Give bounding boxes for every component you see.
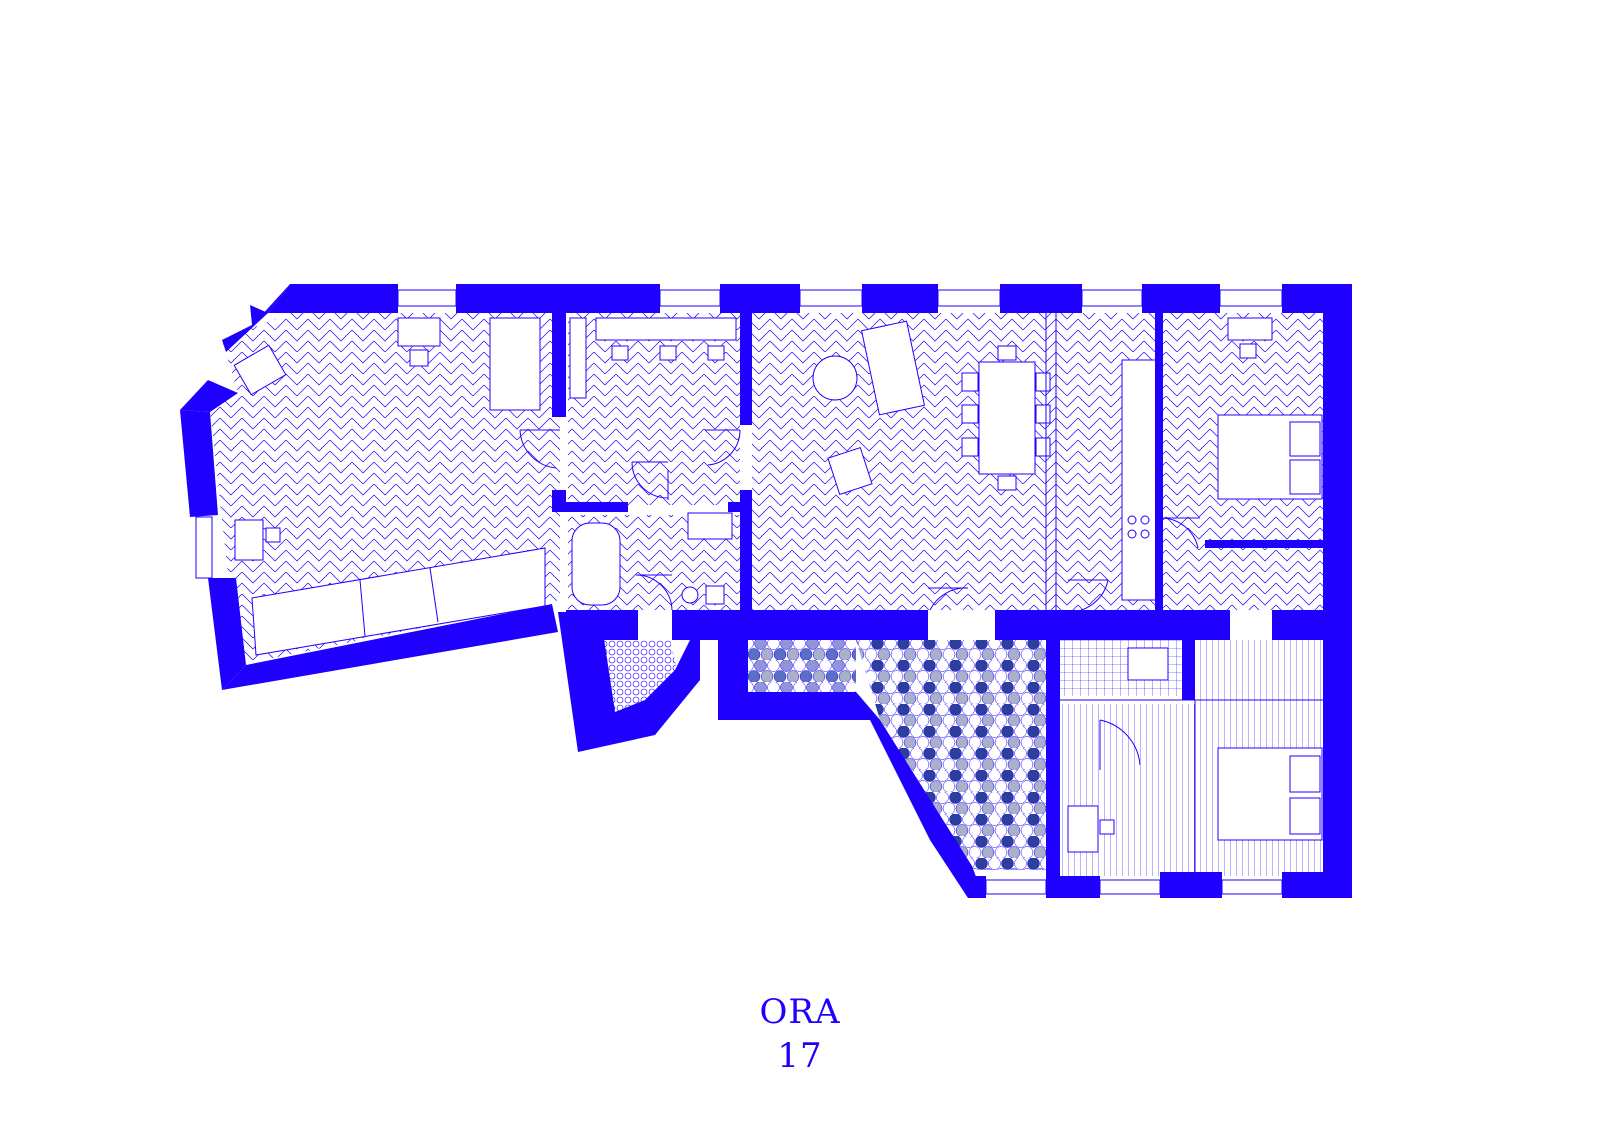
doors: [519, 313, 1323, 876]
project-number: 17: [777, 1036, 823, 1076]
wall-hall-diag: [856, 692, 984, 898]
wall-bedroom-mid: [1205, 540, 1323, 548]
wall-top-2: [456, 284, 660, 313]
wall-bottom-4: [968, 876, 986, 898]
bathtub: [571, 522, 621, 606]
chair-room2-a: [611, 345, 629, 361]
floor-dining: [752, 313, 1157, 610]
wall-top-4: [862, 284, 938, 313]
wall-bath-top: [566, 502, 628, 512]
wall-bottom-2: [1160, 872, 1222, 898]
chair-left-top: [409, 349, 429, 367]
desk-study: [1067, 805, 1099, 853]
wall-mid-4: [1272, 610, 1323, 640]
floor-entry-hex: [748, 640, 856, 692]
wall-wc: [558, 612, 700, 752]
wall-int-2-bot: [740, 490, 752, 610]
wall-study-left: [1046, 640, 1060, 876]
wall-int-2-top: [740, 313, 752, 425]
desk-left-top: [397, 317, 441, 347]
table-left: [234, 519, 264, 561]
wall-bottom-3: [1282, 872, 1352, 898]
wall-int-1-top: [552, 313, 566, 417]
wall-bottom-left: [222, 604, 558, 690]
wall-left-upper: [180, 410, 218, 517]
walls: [180, 284, 1352, 898]
armchair-left: [233, 344, 287, 396]
wall-entry-bottom: [718, 692, 880, 720]
project-name: ORA: [759, 992, 841, 1032]
wall-bedroom-top: [1155, 313, 1163, 610]
wall-corner-2: [222, 305, 268, 352]
windows: [195, 289, 1283, 895]
chair-room2-b: [659, 345, 677, 361]
floor-room-2: [568, 313, 740, 505]
desk-bedroom-top: [1227, 317, 1273, 341]
wall-corner-3: [180, 380, 238, 412]
wall-top-3: [720, 284, 800, 313]
wall-right: [1323, 284, 1352, 898]
wall-bath-top-2: [728, 502, 740, 512]
wall-left-lower: [208, 578, 246, 690]
floor-hall-hex: [856, 640, 1046, 870]
wall-top-5: [1000, 284, 1082, 313]
shelf-room2: [595, 317, 737, 341]
sofa-left: [489, 317, 541, 411]
wall-bottom-1: [1046, 876, 1100, 898]
wardrobe-room2: [569, 317, 587, 399]
wall-mid-3: [995, 610, 1230, 640]
lounge-chair: [827, 447, 873, 495]
wall-shower-right: [1182, 640, 1195, 700]
wall-mid-2: [672, 610, 928, 640]
stool-left: [265, 527, 281, 543]
sofa-dining: [860, 320, 926, 416]
toilet-bath: [681, 586, 699, 604]
chair-room2-c: [707, 345, 725, 361]
bidet-bath: [705, 585, 725, 605]
dining-table: [978, 361, 1036, 475]
sink-bath: [687, 512, 733, 540]
kitchen-counter: [1121, 359, 1157, 601]
wall-top-6: [1142, 284, 1220, 313]
wall-int-1-bot: [552, 490, 566, 512]
round-table: [812, 355, 858, 401]
wall-top-left: [268, 284, 398, 313]
shower-basin: [1127, 647, 1169, 681]
